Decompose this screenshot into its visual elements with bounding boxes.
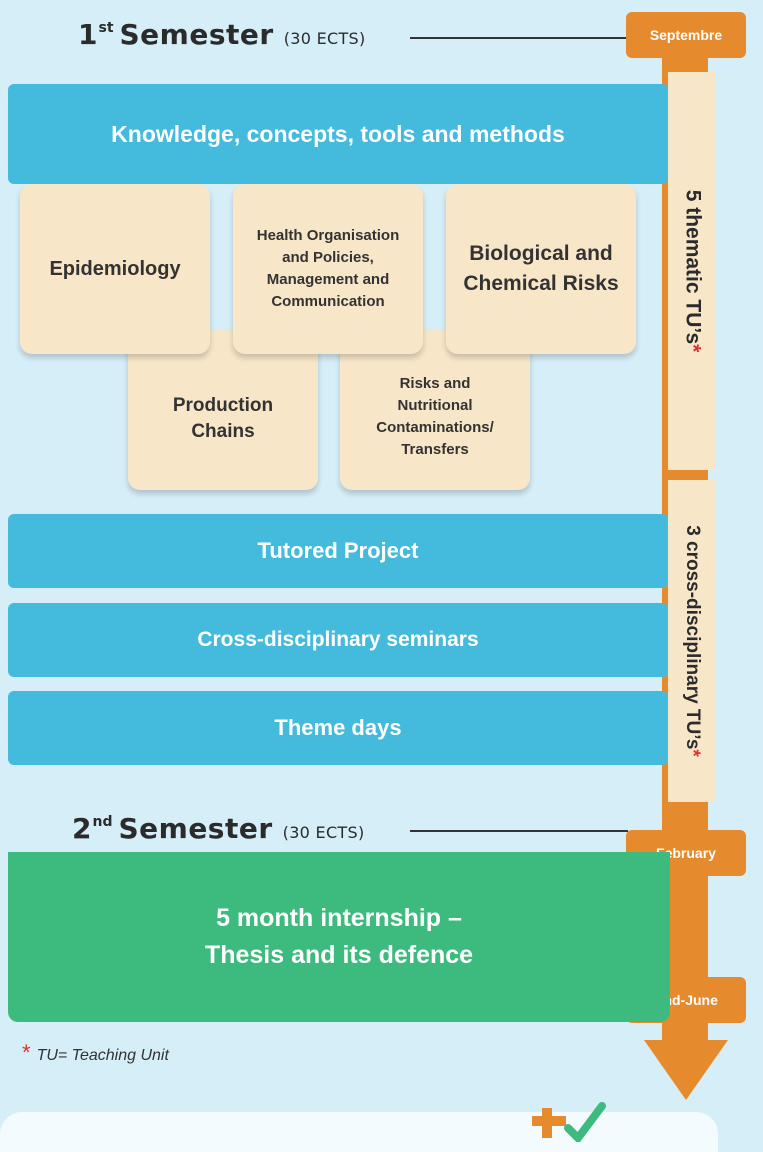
theme-days-bar: Theme days (8, 691, 668, 765)
internship-line2: Thesis and its defence (204, 941, 474, 969)
semester1-word: Semester (119, 18, 274, 51)
semester2-suffix: nd (92, 814, 113, 830)
footnote: * TU= Teaching Unit (22, 1040, 169, 1066)
cross-tu-text: 3 cross-disciplinary TU’s (682, 525, 703, 750)
semester2-rule (410, 830, 628, 832)
semester2-ects: (30 ECTS) (282, 823, 365, 842)
logo-icon (532, 1102, 606, 1142)
card-risks-text: Risks and Nutritional Contaminations/ Tr… (376, 375, 494, 458)
asterisk-mark: * (682, 749, 703, 757)
month-september: Septembre (626, 12, 746, 58)
internship-line1: 5 month internship – (216, 904, 462, 932)
card-health-organisation: Health Organisation and Policies, Manage… (233, 184, 423, 354)
semester1-title: 1 st Semester (30 ECTS) (78, 18, 366, 51)
footnote-asterisk: * (22, 1040, 31, 1065)
card-health-text: Health Organisation and Policies, Manage… (256, 227, 400, 310)
asterisk-mark: * (681, 344, 704, 353)
semester1-suffix: st (98, 20, 114, 36)
seminars-bar: Cross-disciplinary seminars (8, 603, 668, 677)
footnote-text: TU= Teaching Unit (36, 1047, 169, 1064)
semester2-word: Semester (118, 812, 273, 845)
semester1-rule (410, 37, 628, 39)
semester2-number: 2 (72, 812, 92, 845)
cross-tu-label-box: 3 cross-disciplinary TU’s* (668, 480, 716, 802)
semester1-number: 1 (78, 18, 98, 51)
thematic-tu-label: 5 thematic TU’s* (680, 190, 704, 353)
card-biological-chemical: Biological and Chemical Risks (446, 184, 636, 354)
card-risks-nutritional: Risks and Nutritional Contaminations/ Tr… (340, 330, 530, 490)
card-epidemiology-text: Epidemiology (49, 257, 181, 280)
semester2-title: 2 nd Semester (30 ECTS) (72, 812, 365, 845)
card-epidemiology: Epidemiology (20, 184, 210, 354)
card-production-text: Production Chains (172, 395, 274, 442)
semester1-ects: (30 ECTS) (283, 29, 366, 48)
thematic-tu-text: 5 thematic TU’s (681, 189, 704, 345)
thematic-tu-label-box: 5 thematic TU’s* (668, 72, 716, 470)
card-bio-chem-text: Biological and Chemical Risks (463, 242, 619, 295)
card-production-chains: Production Chains (128, 330, 318, 490)
tutored-project-bar: Tutored Project (8, 514, 668, 588)
knowledge-bar: Knowledge, concepts, tools and methods (8, 84, 668, 184)
cross-tu-label: 3 cross-disciplinary TU’s* (681, 525, 703, 757)
timeline-arrow-icon (644, 1040, 728, 1100)
internship-block: 5 month internship – Thesis and its defe… (8, 852, 670, 1022)
